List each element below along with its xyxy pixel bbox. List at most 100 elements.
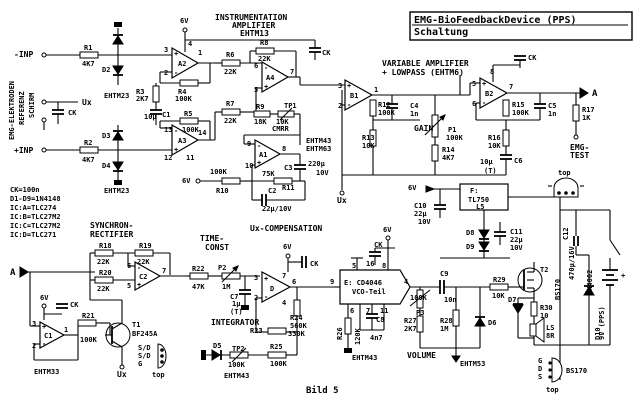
svg-text:1: 1 (198, 49, 202, 57)
ic-f-label3: L5 (476, 203, 484, 211)
opamp-a2 (171, 46, 200, 80)
schirm-label: SCHIRM (28, 93, 36, 118)
tp2-value: 100K (228, 361, 246, 369)
var-amp-label: VARIABLE AMPLIFIER (382, 59, 469, 68)
r6-value: 22K (224, 68, 237, 76)
r2-value: 4K7 (82, 156, 95, 164)
c4-value: 1n (410, 110, 418, 118)
svg-text:D7: D7 (508, 296, 516, 304)
svg-text:+: + (264, 275, 268, 283)
ls-value: 8R (546, 332, 555, 340)
c7-value: 1µ (232, 300, 241, 308)
ux-mid-terminal[interactable] (339, 190, 345, 196)
r29-value: 10K (492, 292, 505, 300)
opamp-a4 (261, 60, 290, 94)
t2-transistor (517, 267, 543, 293)
r29-label: R29 (493, 276, 506, 284)
r26-value: 120K (354, 327, 362, 345)
r17-resistor (572, 104, 580, 122)
inp-plus-terminal[interactable] (41, 147, 47, 153)
r7-label: R7 (226, 100, 234, 108)
r30-resistor (530, 301, 538, 317)
svg-text:B1: B1 (350, 92, 358, 100)
r19-label: R19 (139, 242, 152, 250)
svg-text:A3: A3 (178, 137, 186, 145)
opamp-a3 (171, 123, 200, 157)
svg-text:+: + (482, 80, 486, 88)
c8-value: 4n7 (370, 334, 383, 342)
svg-text:+: + (174, 146, 178, 154)
r17-value: 1K (582, 114, 591, 122)
r5-resistor (179, 117, 199, 125)
c1-label: C1 (162, 111, 170, 119)
d4-diode (112, 161, 124, 171)
opamp-d (261, 270, 292, 304)
svg-text:3: 3 (32, 320, 36, 328)
r5-value: 100K (182, 126, 200, 134)
inp-minus-terminal[interactable] (41, 52, 47, 58)
r8-resistor (255, 47, 275, 55)
r18-resistor (94, 249, 114, 257)
top-label-t2: top (546, 386, 559, 394)
ux-left-terminal[interactable] (41, 99, 47, 105)
r13-label: R13 (362, 134, 375, 142)
c12-label: C12 (562, 227, 570, 240)
r3-label: R3 (136, 88, 144, 96)
r1-resistor (79, 51, 99, 59)
r20-resistor (94, 276, 114, 284)
r28-resistor (452, 309, 460, 327)
r26-label: R26 (336, 327, 344, 340)
top-label-f: top (558, 169, 571, 177)
r1-value: 4K7 (82, 60, 95, 68)
r3-value: 2K7 (136, 95, 149, 103)
svg-text:10: 10 (245, 162, 253, 170)
c5-label: C5 (548, 102, 556, 110)
volume-label: VOLUME (407, 351, 436, 360)
svg-text:CK: CK (528, 54, 537, 62)
svg-text:D2: D2 (102, 66, 110, 74)
emg-test-terminal[interactable] (573, 134, 579, 140)
svg-text:16: 16 (366, 260, 374, 268)
r27-resistor (416, 315, 424, 333)
r19-value: 22K (137, 258, 150, 266)
r20-label: R20 (99, 269, 112, 277)
c11-value2: 10V (510, 244, 523, 252)
svg-text:+: + (42, 323, 46, 331)
r30-value: 10 (540, 312, 548, 320)
r3-resistor (152, 85, 160, 103)
svg-text:(T): (T) (230, 308, 243, 316)
t1-pin-sd: S/D (138, 344, 151, 352)
r16-value: 10K (488, 142, 501, 150)
t2-label: T2 (540, 266, 548, 274)
r13-value: 10K (362, 142, 375, 150)
electrodes-label: EMG-ELEKTRODEN (8, 81, 16, 140)
svg-text:-: - (42, 340, 46, 348)
r28-value: 1M (440, 325, 448, 333)
ic-f-label: F: (470, 187, 478, 195)
c7-label: C7 (230, 293, 238, 301)
svg-text:8: 8 (282, 145, 286, 153)
opamp-c2 (134, 260, 162, 292)
r24-label: R24 (290, 314, 303, 322)
schirm-terminal[interactable] (41, 117, 47, 123)
c6-value2: (T) (484, 167, 497, 175)
c12-value: 470µ/16V (568, 245, 576, 280)
r15-resistor (502, 99, 510, 117)
r9-value: 18K (254, 118, 267, 126)
ehtm43-b: EHTM43 (224, 372, 249, 380)
ehtm43-c: EHTM43 (352, 354, 377, 362)
r11-label: R11 (282, 184, 295, 192)
svg-text:D9: D9 (466, 243, 474, 251)
svg-text:8: 8 (490, 68, 494, 76)
r14-resistor (431, 144, 439, 162)
r26-resistor (344, 317, 352, 335)
r24-value: 560K (290, 322, 308, 330)
d10-value: 1N4002 (586, 270, 594, 295)
ehtm63-label: EHTM63 (306, 145, 331, 153)
svg-text:5: 5 (472, 80, 476, 88)
p2-timeconst-pot[interactable] (221, 272, 241, 280)
svg-text:+: + (264, 83, 268, 91)
ux-mid-label: Ux (337, 196, 347, 205)
c1-value: 10µ (144, 113, 157, 121)
ehtm53-label: EHTM53 (460, 360, 485, 368)
